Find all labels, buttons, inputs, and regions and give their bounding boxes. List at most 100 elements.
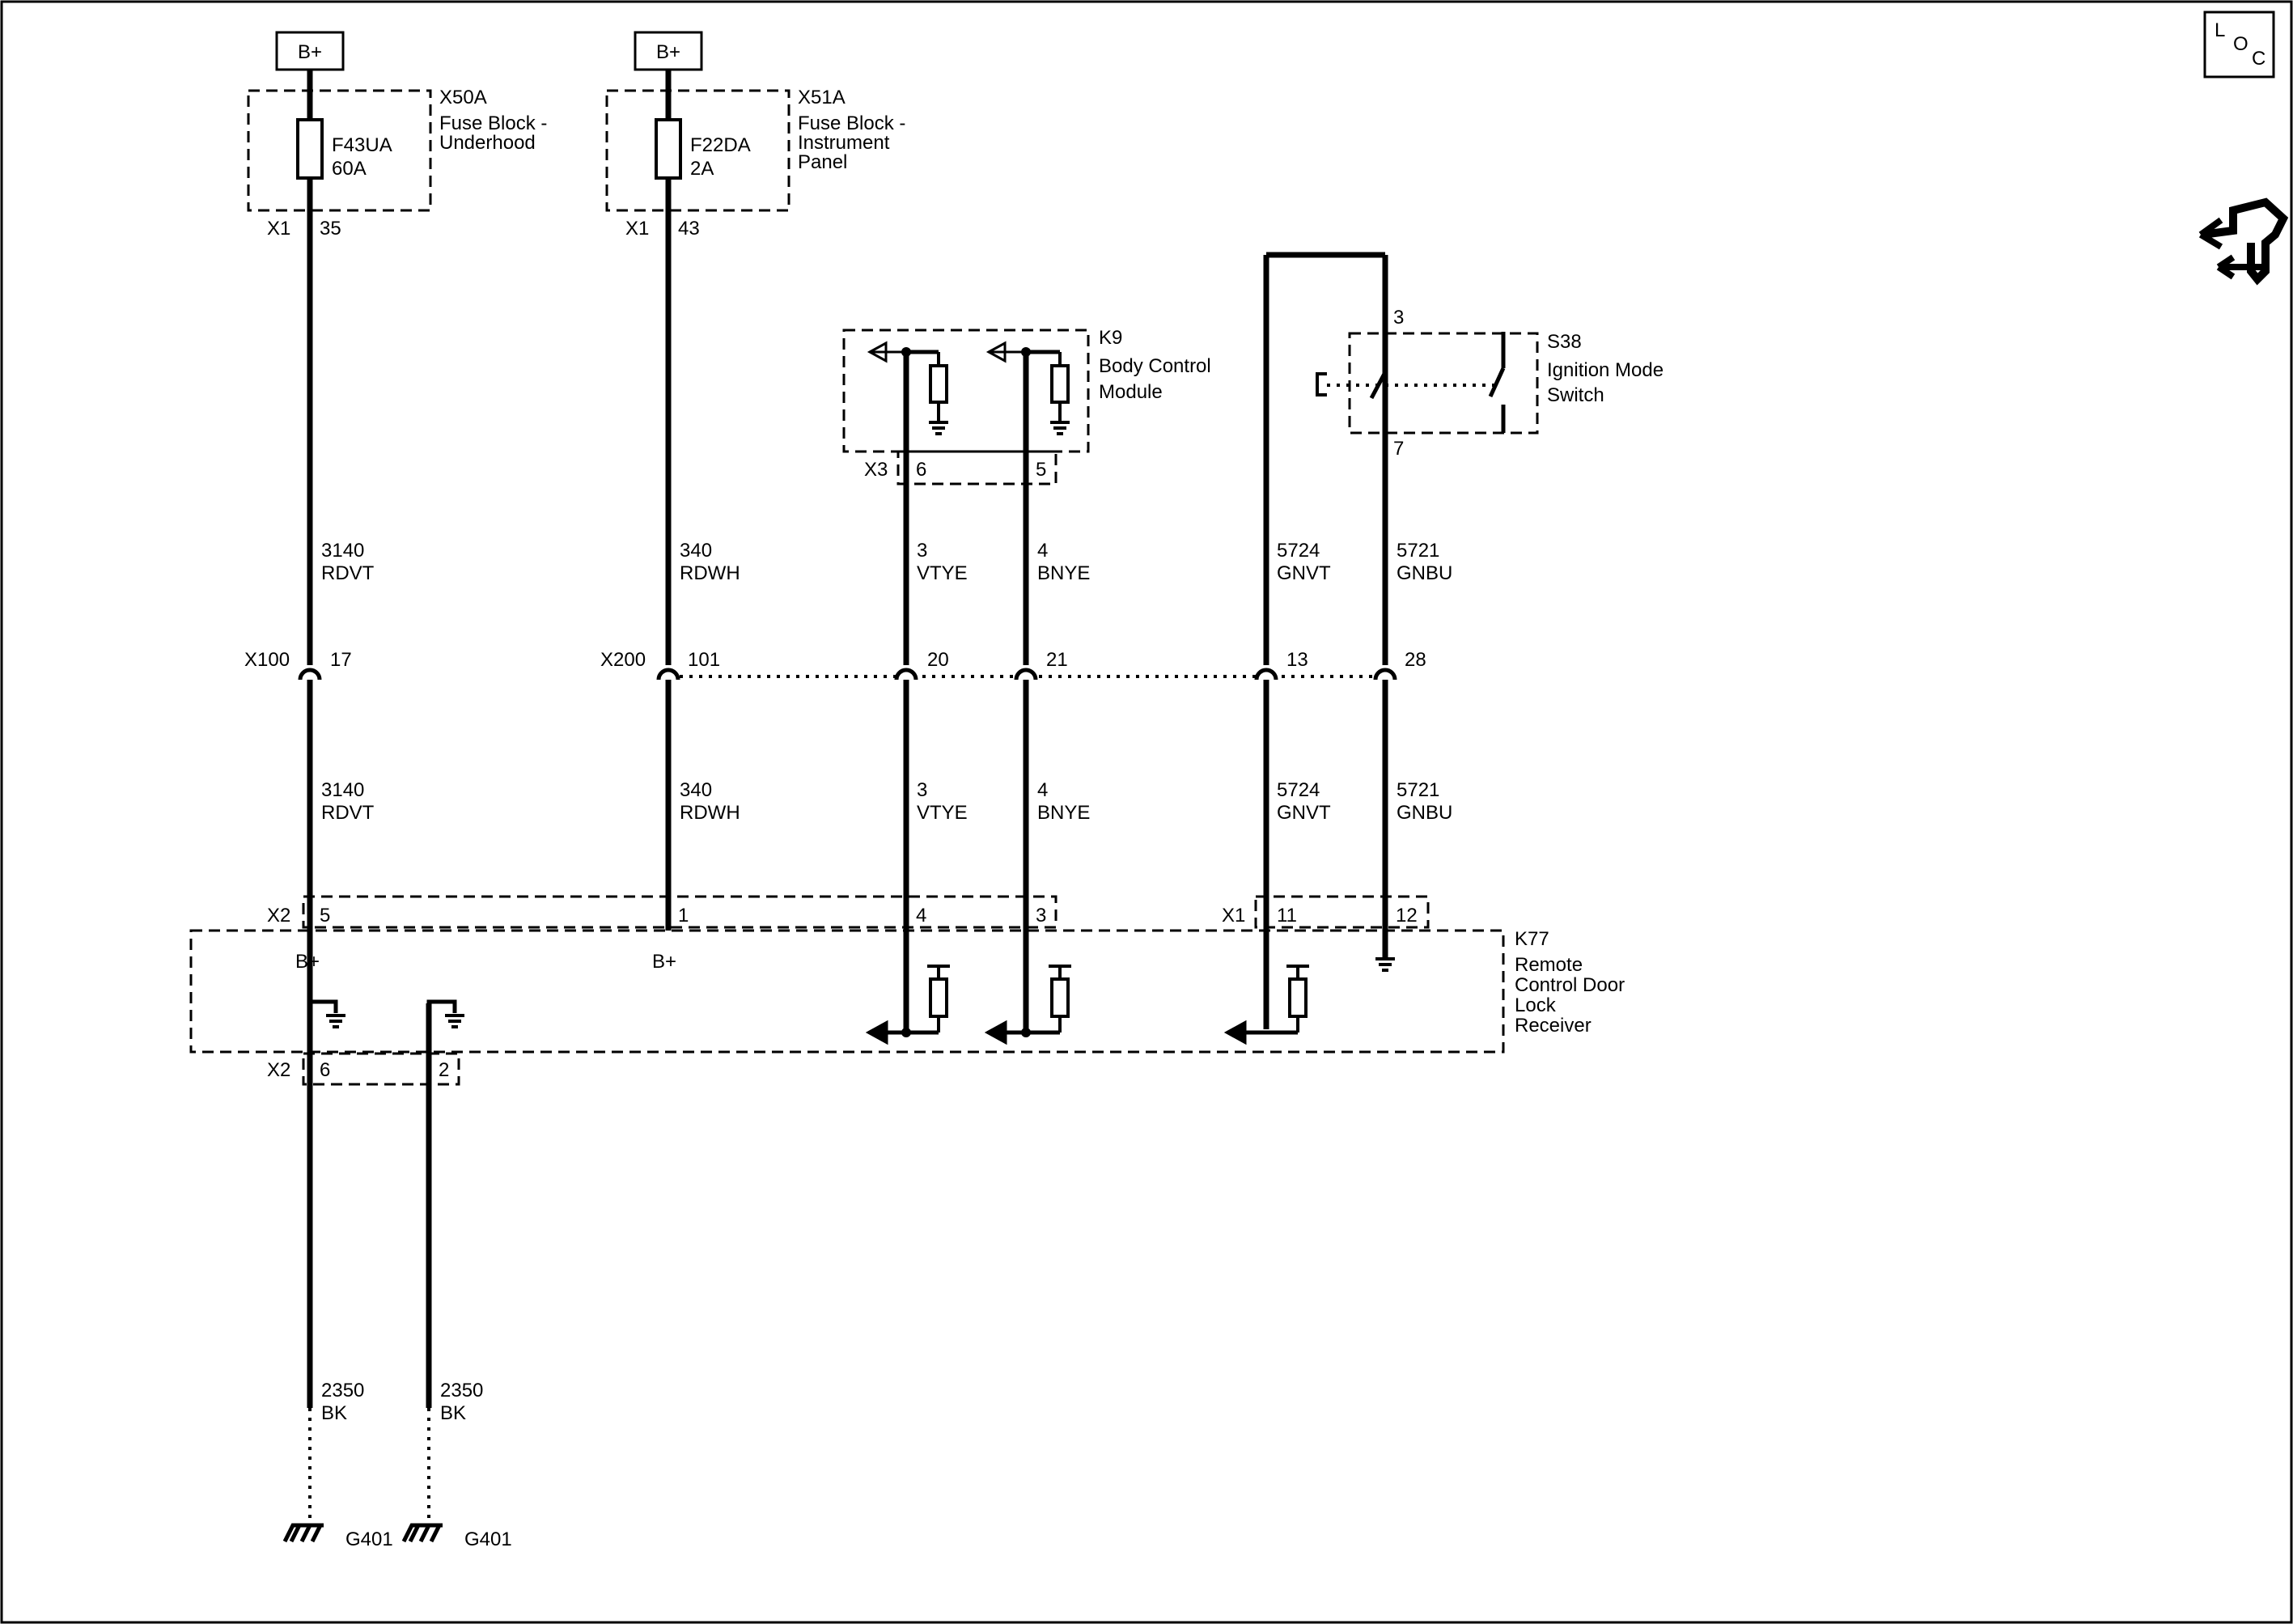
fuse-block-underhood: F43UA 60A X50A Fuse Block - Underhood X1…	[247, 87, 547, 240]
connector-label: X1	[1222, 905, 1245, 926]
loc-letter-l: L	[2215, 19, 2225, 41]
loc-badge[interactable]: L O C	[2203, 11, 2275, 78]
pin-number: 35	[320, 218, 341, 240]
component-name: Body Control	[1099, 355, 1211, 377]
pin-number: 6	[916, 459, 926, 481]
wire-number: 3140	[321, 540, 364, 562]
connector-x2-bottom	[302, 1052, 460, 1086]
component-ref: K77	[1515, 928, 1549, 950]
wire-color: VTYE	[917, 562, 968, 584]
component-name: Panel	[798, 151, 847, 173]
fuse-id: F43UA	[332, 134, 392, 156]
arrow-icon	[865, 1020, 906, 1045]
component-name: Instrument	[798, 132, 890, 154]
loc-letter-c: C	[2252, 48, 2265, 70]
pin-number: 28	[1405, 649, 1426, 671]
wire-number: 2350	[321, 1380, 364, 1401]
resistor-icon	[1050, 977, 1070, 1018]
connector-x2-top	[302, 895, 1057, 929]
component-ref: X51A	[798, 87, 846, 108]
fuse-rating: 2A	[690, 158, 714, 180]
component-ref: S38	[1547, 331, 1582, 353]
resistor-icon	[1050, 364, 1070, 404]
wire-color: BK	[440, 1402, 466, 1424]
wire-number: 5721	[1397, 779, 1439, 801]
fuse-rating: 60A	[332, 158, 367, 180]
wire-number: 5724	[1277, 540, 1320, 562]
wire-number: 3140	[321, 779, 364, 801]
connector-label: X3	[864, 459, 888, 481]
fuse-block-instrument-panel: F22DA 2A X51A Fuse Block - Instrument Pa…	[605, 87, 905, 240]
arrow-icon	[984, 1020, 1026, 1045]
wire-color: GNVT	[1277, 562, 1331, 584]
resistor-icon	[929, 977, 948, 1018]
pin-number: 6	[320, 1059, 330, 1081]
wire-color: BK	[321, 1402, 347, 1424]
power-source-right: B+	[634, 31, 703, 71]
pin-number: 13	[1286, 649, 1308, 671]
component-name: Fuse Block -	[798, 112, 905, 134]
wire-number: 5724	[1277, 779, 1320, 801]
pin-number: 2	[439, 1059, 449, 1081]
ground-icon	[401, 1523, 443, 1543]
body-control-module: K9 Body Control Module X3 6 5	[842, 327, 1211, 486]
wire-number: 4	[1037, 779, 1048, 801]
pin-number: 43	[678, 218, 700, 240]
wire-color: GNBU	[1397, 562, 1452, 584]
component-name: Underhood	[439, 132, 536, 154]
fuse-id: F22DA	[690, 134, 751, 156]
pin-number: 4	[916, 905, 926, 926]
pin-number: 101	[688, 649, 720, 671]
ground-wire-2: 2350 BK G401	[401, 1380, 512, 1550]
power-input-label: B+	[295, 951, 320, 973]
locator-icon[interactable]	[2198, 197, 2289, 286]
wire-color: GNVT	[1277, 802, 1331, 824]
connector-x1	[1254, 895, 1430, 929]
wire-color: RDVT	[321, 562, 375, 584]
power-source-label: B+	[656, 41, 680, 63]
wire-color: BNYE	[1037, 802, 1090, 824]
wire-number: 340	[680, 779, 712, 801]
arrow-icon	[1223, 1020, 1266, 1045]
wire-color: VTYE	[917, 802, 968, 824]
power-input-label: B+	[652, 951, 676, 973]
component-name: Lock	[1515, 994, 1557, 1016]
component-name: Receiver	[1515, 1015, 1592, 1037]
wire-number: 3	[917, 779, 927, 801]
pin-3-circuit	[984, 965, 1071, 1045]
wire-color: RDWH	[680, 562, 740, 584]
inline-connector-x200: X200 101 20 21 13 28	[600, 649, 1426, 681]
component-name: Module	[1099, 381, 1163, 403]
ground-wire-1: 2350 BK G401	[282, 1380, 393, 1550]
pin-number: 12	[1396, 905, 1418, 926]
pin-number: 1	[678, 905, 689, 926]
remote-control-door-lock-receiver: X2 5 1 4 3 X1 11 12 B+ B+ K77 Remote Con…	[189, 895, 1625, 1086]
wire-color: RDVT	[321, 802, 375, 824]
pin-number: 5	[320, 905, 330, 926]
pin-number: 7	[1393, 438, 1404, 460]
receiver-box	[189, 929, 1505, 1054]
connector-label: X200	[600, 649, 646, 671]
component-name: Remote	[1515, 954, 1583, 976]
fuse-icon	[296, 118, 324, 180]
pin-12-ground	[1375, 957, 1395, 972]
component-ref: X50A	[439, 87, 487, 108]
arrow-icon	[985, 341, 1026, 363]
connector-label: X100	[244, 649, 290, 671]
power-source-label: B+	[298, 41, 322, 63]
wire-number: 340	[680, 540, 712, 562]
component-name: Switch	[1547, 384, 1604, 406]
resistor-icon	[1288, 977, 1308, 1018]
component-name: Fuse Block -	[439, 112, 547, 134]
ground-icon	[282, 1523, 324, 1543]
pin-number: 20	[927, 649, 949, 671]
wire-number: 5721	[1397, 540, 1439, 562]
wire-color: RDWH	[680, 802, 740, 824]
pin-11-circuit	[1223, 965, 1309, 1045]
pin-4-circuit	[865, 965, 950, 1045]
connector-label: X2	[267, 1059, 290, 1081]
pin-number: 5	[1036, 459, 1046, 481]
pin-number: 17	[330, 649, 352, 671]
component-name: Control Door	[1515, 974, 1625, 996]
